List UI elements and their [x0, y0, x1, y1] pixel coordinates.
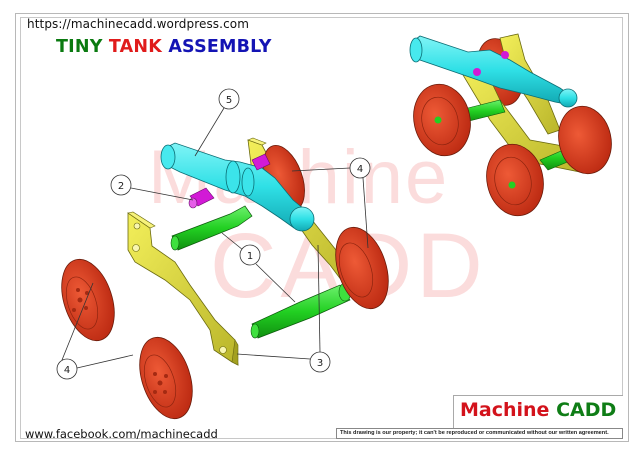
- trunnion-pin-left: [188, 187, 215, 209]
- logo-box: [453, 395, 623, 428]
- title-word-assembly: ASSEMBLY: [168, 37, 272, 57]
- balloon-5: 5: [218, 88, 240, 110]
- svg-text:1: 1: [247, 251, 253, 262]
- drawing-border-inner: [20, 17, 623, 439]
- balloon-3: 3: [309, 351, 331, 373]
- svg-text:2: 2: [118, 181, 124, 192]
- copyright-notice: This drawing is our property; it can't b…: [336, 428, 623, 439]
- side-frame-left: [127, 211, 239, 366]
- leader-lines: [61, 107, 369, 369]
- axle-front: [170, 205, 253, 251]
- balloon-1: 1: [239, 244, 261, 266]
- trunnion-pin-right: [251, 153, 271, 171]
- assembled-view: [409, 33, 612, 217]
- title-word-tiny: TINY: [56, 37, 103, 57]
- balloon-2: 2: [110, 174, 132, 196]
- drawing-border-outer: [15, 13, 629, 442]
- wheel-far-left: [61, 258, 115, 342]
- balloon-4-lower: 4: [56, 358, 78, 380]
- drawing-title: TINY TANK ASSEMBLY: [56, 37, 272, 57]
- title-word-tank: TANK: [108, 37, 163, 57]
- logo-part-cadd: CADD: [556, 399, 617, 421]
- axle-rear: [250, 282, 352, 339]
- balloon-4-upper: 4: [349, 157, 371, 179]
- logo-part-machine: Machine: [460, 399, 550, 421]
- company-logo: Machine CADD: [460, 399, 616, 421]
- svg-text:3: 3: [317, 358, 323, 369]
- wheel-lower-middle: [139, 336, 193, 420]
- svg-text:4: 4: [357, 164, 363, 175]
- facebook-link[interactable]: www.facebook.com/machinecadd: [25, 427, 218, 441]
- wheel-lower-right: [335, 226, 389, 310]
- website-url: https://machinecadd.wordpress.com: [27, 17, 249, 31]
- barrel: [160, 142, 315, 232]
- svg-text:4: 4: [64, 365, 70, 376]
- svg-text:5: 5: [226, 95, 232, 106]
